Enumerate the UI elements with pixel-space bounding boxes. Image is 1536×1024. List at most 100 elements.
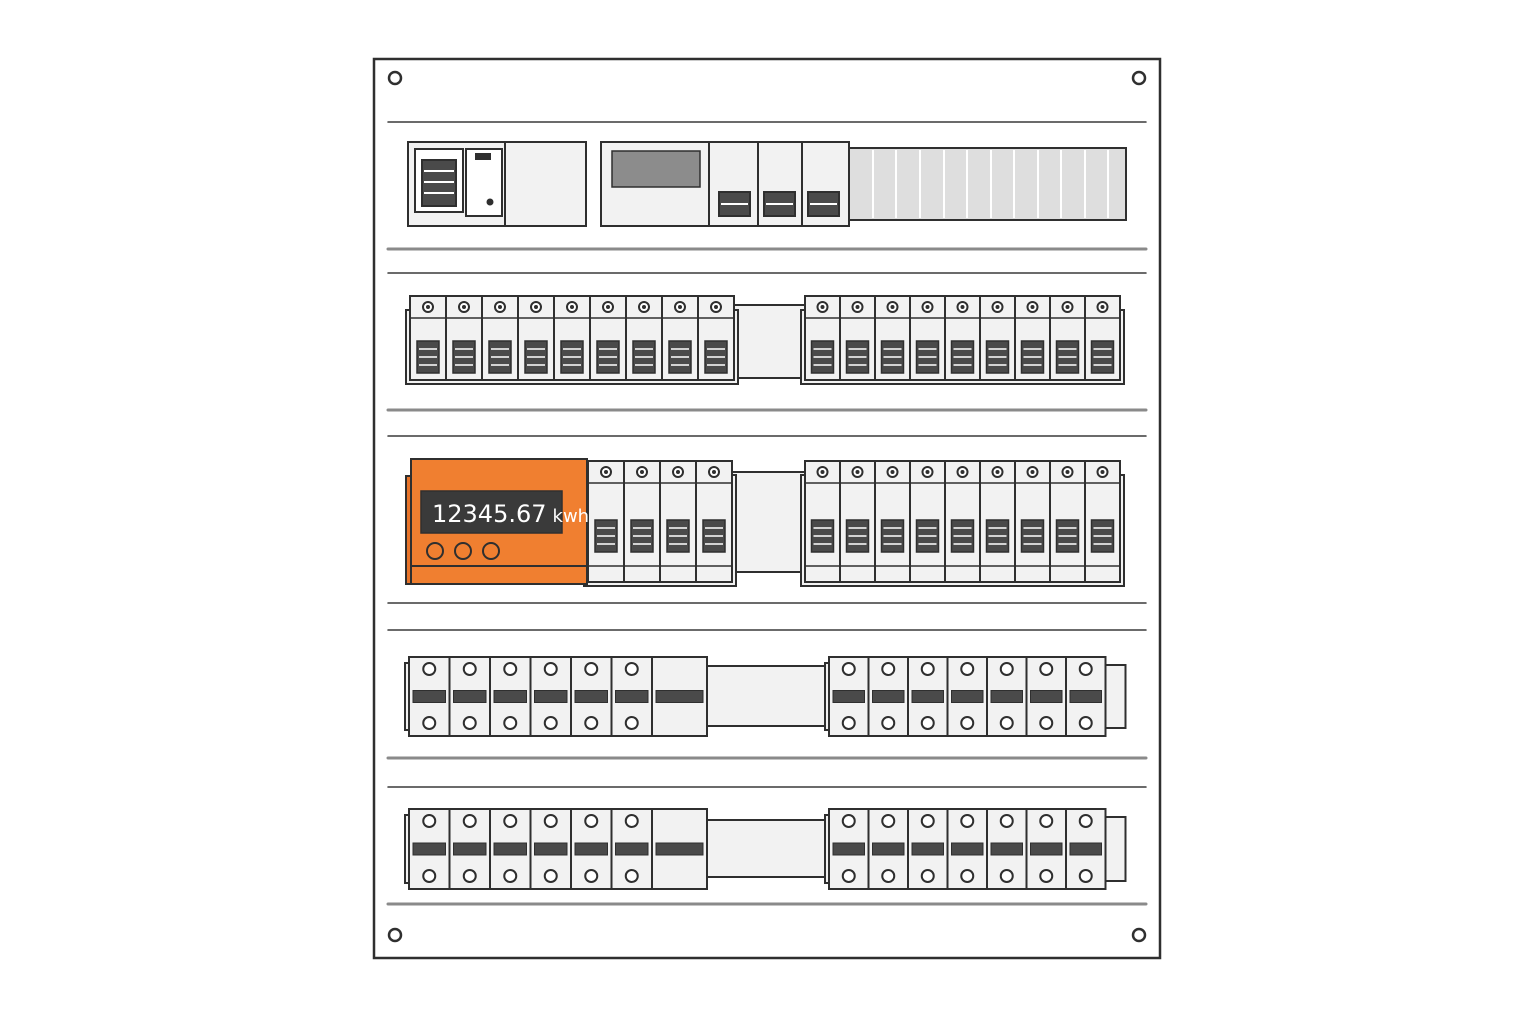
- terminal-screw-icon: [1078, 716, 1093, 730]
- circuit-breaker[interactable]: [909, 295, 946, 381]
- terminal-block: [529, 656, 572, 737]
- terminal-screw-icon: [999, 869, 1014, 883]
- row-1-main-equipment: [407, 141, 1127, 227]
- circuit-breaker[interactable]: [944, 295, 981, 381]
- terminal-screw-icon: [881, 814, 896, 828]
- circuit-breaker[interactable]: [517, 295, 555, 381]
- terminal-screw-icon: [999, 814, 1014, 828]
- terminal-screw-icon: [584, 662, 599, 676]
- circuit-breaker[interactable]: [697, 295, 735, 381]
- circuit-breaker[interactable]: [587, 460, 625, 583]
- circuit-breaker[interactable]: [481, 295, 519, 381]
- terminal-screw-icon: [624, 716, 639, 730]
- terminal-block: [448, 808, 491, 890]
- circuit-breaker[interactable]: [909, 460, 946, 583]
- screw-icon: [1131, 927, 1147, 943]
- terminal-block: [1025, 808, 1067, 890]
- circuit-breaker[interactable]: [1084, 295, 1121, 381]
- terminal-screw-icon: [841, 716, 856, 730]
- terminal-screw-icon: [624, 814, 639, 828]
- terminal-block: [828, 808, 870, 890]
- terminal-block: [651, 808, 708, 890]
- din-rail-gap: [730, 304, 806, 379]
- circuit-breaker[interactable]: [874, 295, 911, 381]
- row-4-terminals: [404, 656, 1127, 737]
- terminal-screw-icon: [422, 814, 437, 828]
- terminal-screw-icon: [422, 716, 437, 730]
- terminal-screw-icon: [543, 869, 558, 883]
- terminal-block: [1065, 808, 1107, 890]
- terminal-screw-icon: [960, 869, 975, 883]
- din-rail-gap: [703, 819, 831, 878]
- circuit-breaker[interactable]: [695, 460, 733, 583]
- circuit-breaker[interactable]: [409, 295, 447, 381]
- circuit-breaker[interactable]: [804, 460, 841, 583]
- circuit-breaker[interactable]: [1049, 460, 1086, 583]
- circuit-breaker[interactable]: [839, 295, 876, 381]
- terminal-screw-icon: [1039, 814, 1054, 828]
- circuit-breaker[interactable]: [589, 295, 627, 381]
- circuit-breaker[interactable]: [979, 295, 1016, 381]
- terminal-screw-icon: [841, 869, 856, 883]
- terminal-block: [448, 656, 491, 737]
- terminal-screw-icon: [503, 716, 518, 730]
- circuit-breaker[interactable]: [625, 295, 663, 381]
- terminal-block: [1025, 656, 1067, 737]
- terminal-screw-icon: [1039, 662, 1054, 676]
- panel-screws: [387, 70, 1147, 943]
- cover-plate-slats: [872, 150, 1109, 218]
- circuit-breaker[interactable]: [804, 295, 841, 381]
- terminal-block: [946, 656, 988, 737]
- terminal-block: [907, 656, 949, 737]
- circuit-breaker[interactable]: [623, 460, 661, 583]
- terminal-block: [867, 808, 909, 890]
- terminal-screw-icon: [462, 869, 477, 883]
- terminal-screw-icon: [920, 814, 935, 828]
- terminal-block: [570, 808, 613, 890]
- circuit-breaker[interactable]: [1049, 295, 1086, 381]
- circuit-breaker[interactable]: [1014, 460, 1051, 583]
- circuit-breaker[interactable]: [1084, 460, 1121, 583]
- terminal-block: [946, 808, 988, 890]
- terminal-screw-icon: [584, 716, 599, 730]
- meter-button-icon[interactable]: [426, 542, 444, 560]
- terminal-block: [610, 656, 653, 737]
- terminal-screw-icon: [1039, 716, 1054, 730]
- terminal-block: [610, 808, 653, 890]
- meter-button-icon[interactable]: [454, 542, 472, 560]
- terminal-screw-icon: [920, 662, 935, 676]
- circuit-breaker[interactable]: [839, 460, 876, 583]
- row-5-terminals: [404, 808, 1127, 890]
- terminal-screw-icon: [960, 716, 975, 730]
- circuit-breaker[interactable]: [659, 460, 697, 583]
- terminal-screw-icon: [1078, 662, 1093, 676]
- terminal-screw-icon: [841, 814, 856, 828]
- meter-button-icon[interactable]: [482, 542, 500, 560]
- circuit-breaker[interactable]: [445, 295, 483, 381]
- terminal-screw-icon: [503, 662, 518, 676]
- terminal-block: [828, 656, 870, 737]
- circuit-breaker[interactable]: [979, 460, 1016, 583]
- terminal-screw-icon: [920, 869, 935, 883]
- terminal-block: [408, 656, 451, 737]
- terminal-screw-icon: [462, 814, 477, 828]
- terminal-screw-icon: [999, 662, 1014, 676]
- circuit-breaker[interactable]: [944, 460, 981, 583]
- terminal-screw-icon: [584, 869, 599, 883]
- terminal-screw-icon: [503, 814, 518, 828]
- terminal-screw-icon: [422, 869, 437, 883]
- meter-reading: 12345.67: [432, 500, 547, 528]
- terminal-block: [570, 656, 613, 737]
- circuit-breaker[interactable]: [661, 295, 699, 381]
- terminal-screw-icon: [462, 716, 477, 730]
- circuit-breaker[interactable]: [553, 295, 591, 381]
- terminal-screw-icon: [1078, 814, 1093, 828]
- terminal-block: [489, 808, 532, 890]
- circuit-breaker[interactable]: [874, 460, 911, 583]
- terminal-block: [867, 656, 909, 737]
- terminal-screw-icon: [543, 716, 558, 730]
- circuit-breaker[interactable]: [1014, 295, 1051, 381]
- control-display: [611, 150, 701, 188]
